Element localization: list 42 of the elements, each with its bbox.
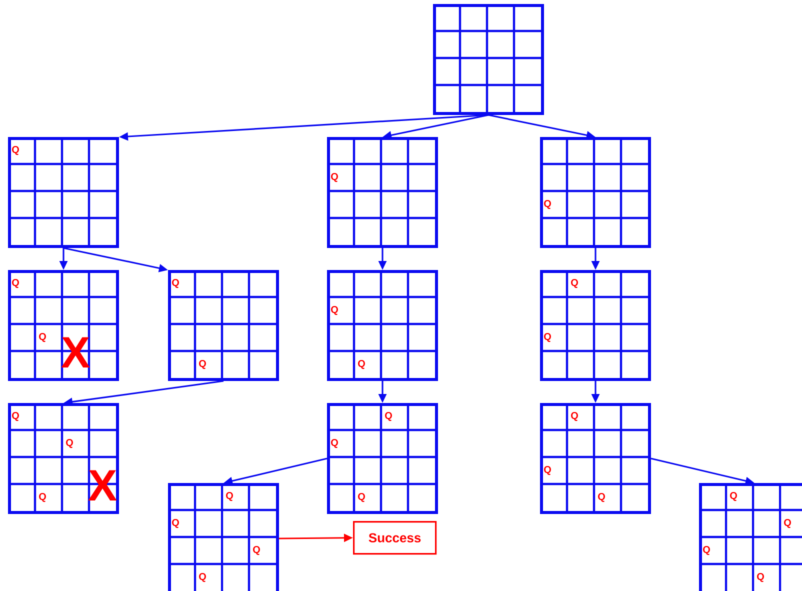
queen-letter: Q bbox=[571, 412, 578, 421]
queen-letter: Q bbox=[757, 573, 764, 582]
queen-letter: Q bbox=[331, 439, 338, 448]
queen-letter: Q bbox=[12, 412, 19, 421]
chess-board bbox=[699, 483, 802, 591]
queen-letter: Q bbox=[784, 519, 791, 528]
queen-letter: Q bbox=[39, 493, 46, 502]
chess-board bbox=[168, 270, 279, 381]
queen-letter: Q bbox=[331, 173, 338, 182]
queen-letter: Q bbox=[358, 360, 365, 369]
queen-letter: Q bbox=[199, 360, 206, 369]
chess-board bbox=[433, 4, 544, 115]
result-box: Success bbox=[353, 521, 437, 555]
chess-board bbox=[8, 403, 119, 514]
queen-letter: Q bbox=[331, 306, 338, 315]
chess-board bbox=[327, 137, 438, 248]
chess-board bbox=[168, 483, 279, 591]
queen-letter: Q bbox=[544, 333, 551, 342]
chess-board bbox=[327, 270, 438, 381]
queen-letter: Q bbox=[172, 279, 179, 288]
queen-letter: Q bbox=[730, 492, 737, 501]
queen-letter: Q bbox=[12, 146, 19, 155]
queen-letter: Q bbox=[226, 492, 233, 501]
chess-board bbox=[8, 137, 119, 248]
queen-letter: Q bbox=[172, 519, 179, 528]
queen-letter: Q bbox=[66, 439, 73, 448]
chess-board bbox=[540, 270, 651, 381]
queen-letter: Q bbox=[385, 412, 392, 421]
queen-letter: Q bbox=[12, 279, 19, 288]
queen-letter: Q bbox=[598, 493, 605, 502]
queen-letter: Q bbox=[544, 200, 551, 209]
chess-board bbox=[327, 403, 438, 514]
queen-letter: Q bbox=[571, 279, 578, 288]
chess-board bbox=[540, 137, 651, 248]
queen-letter: Q bbox=[199, 573, 206, 582]
queen-letter: Q bbox=[39, 333, 46, 342]
queen-letter: Q bbox=[358, 493, 365, 502]
queen-letter: Q bbox=[253, 546, 260, 555]
chess-board bbox=[540, 403, 651, 514]
chess-board bbox=[8, 270, 119, 381]
queen-letter: Q bbox=[703, 546, 710, 555]
queen-letter: Q bbox=[544, 466, 551, 475]
